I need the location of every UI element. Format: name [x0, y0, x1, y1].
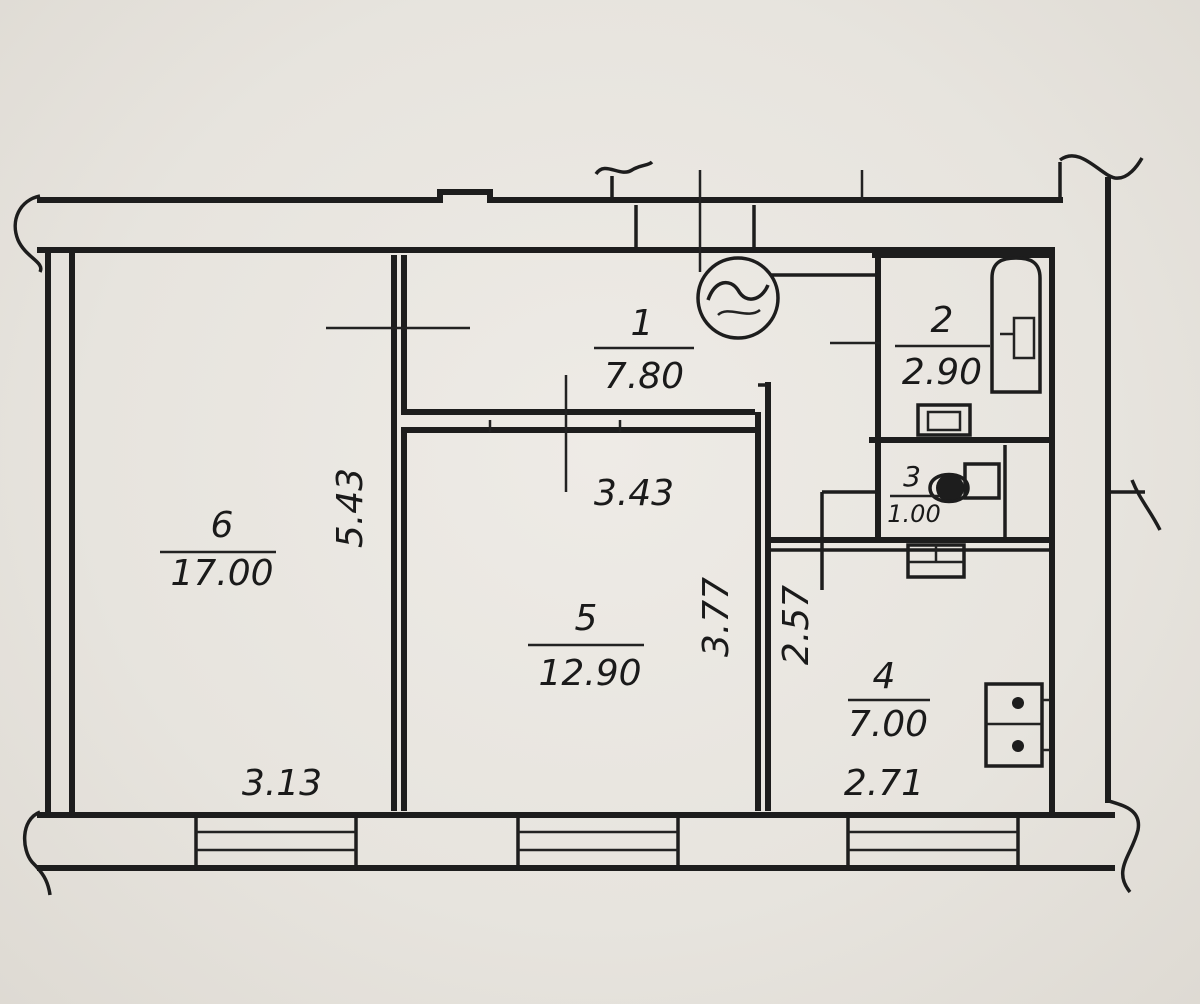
bathtub-icon — [990, 256, 1042, 394]
room-6-number: 6 — [211, 505, 234, 546]
dimension-labels: 5.43 3.13 3.43 3.77 2.57 2.71 — [242, 468, 924, 804]
window-room-6 — [194, 813, 358, 870]
room-6-depth-dimension: 5.43 — [330, 468, 371, 548]
room-2-area: 2.90 — [902, 352, 982, 393]
window-room-4 — [846, 813, 1020, 870]
kitchen-width-dimension: 2.71 — [844, 763, 924, 804]
stove-icon — [984, 682, 1050, 768]
toilet-icon — [928, 462, 1001, 504]
room-5-area: 12.90 — [538, 653, 641, 694]
room-1-number: 1 — [631, 303, 654, 344]
room-2-number: 2 — [931, 300, 954, 341]
windows — [194, 813, 1020, 870]
kitchen-depth-dimension: 2.57 — [776, 585, 817, 665]
room-4-area: 7.00 — [848, 704, 928, 745]
room-5-number: 5 — [575, 598, 598, 639]
room-3-area: 1.00 — [887, 500, 940, 528]
corridor-width-dimension: 3.43 — [594, 473, 674, 514]
fixtures — [696, 256, 1050, 768]
room-labels: 6 17.00 1 7.80 2 2.90 3 1.00 5 12.90 4 7… — [160, 300, 990, 745]
window-room-5 — [516, 813, 680, 870]
boiler-icon — [696, 256, 780, 340]
room-1-area: 7.80 — [604, 356, 684, 397]
room-6-area: 17.00 — [170, 553, 273, 594]
kitchen-sink-icon — [906, 543, 966, 579]
interior-walls — [326, 252, 1055, 811]
room-6-width-dimension: 3.13 — [242, 763, 322, 804]
room-3-number: 3 — [903, 460, 921, 493]
bath-sink-icon — [916, 403, 972, 437]
exterior-walls — [13, 154, 1162, 896]
room-5-depth-dimension: 3.77 — [696, 577, 737, 657]
room-4-number: 4 — [873, 656, 896, 697]
